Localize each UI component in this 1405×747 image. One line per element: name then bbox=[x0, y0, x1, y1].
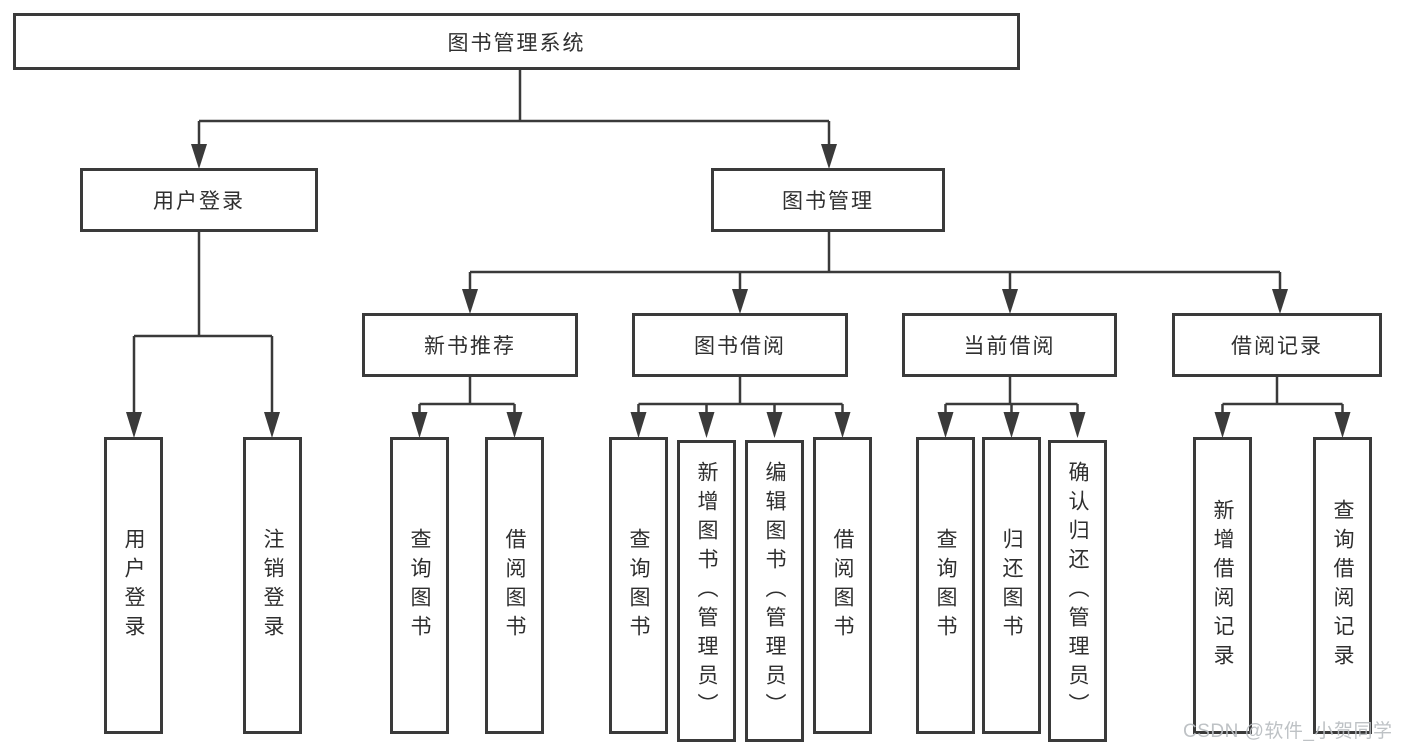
node-query-books-1: 查询图书 bbox=[390, 437, 449, 734]
node-label: 查询图书 bbox=[627, 527, 650, 644]
node-add-books-admin: 新增图书（管理员） bbox=[677, 440, 736, 742]
node-book-management: 图书管理 bbox=[711, 168, 945, 232]
node-label: 用户登录 bbox=[122, 527, 145, 644]
watermark: CSDN @软件_小贺同学 bbox=[1183, 721, 1393, 742]
node-query-borrow-record: 查询借阅记录 bbox=[1313, 437, 1372, 734]
node-new-book-recommend: 新书推荐 bbox=[362, 313, 578, 377]
node-borrow-records: 借阅记录 bbox=[1172, 313, 1382, 377]
node-user-login: 用户登录 bbox=[80, 168, 318, 232]
node-label: 查询图书 bbox=[408, 527, 431, 644]
node-label: 借阅图书 bbox=[831, 527, 854, 644]
node-edit-books-admin: 编辑图书（管理员） bbox=[745, 440, 804, 742]
node-label: 新增借阅记录 bbox=[1211, 498, 1234, 673]
node-query-books-2: 查询图书 bbox=[609, 437, 668, 734]
node-borrow-books-2: 借阅图书 bbox=[813, 437, 872, 734]
node-label: 注销登录 bbox=[261, 527, 284, 644]
node-current-borrow: 当前借阅 bbox=[902, 313, 1117, 377]
node-label: 借阅图书 bbox=[503, 527, 526, 644]
node-borrow-books-1: 借阅图书 bbox=[485, 437, 544, 734]
node-book-borrow: 图书借阅 bbox=[632, 313, 848, 377]
node-user-login-leaf: 用户登录 bbox=[104, 437, 163, 734]
node-query-books-3: 查询图书 bbox=[916, 437, 975, 734]
node-label: 归还图书 bbox=[1000, 527, 1023, 644]
node-add-borrow-record: 新增借阅记录 bbox=[1193, 437, 1252, 734]
node-label: 确认归还（管理员） bbox=[1066, 460, 1089, 722]
node-label: 编辑图书（管理员） bbox=[763, 460, 786, 722]
node-root: 图书管理系统 bbox=[13, 13, 1020, 70]
node-logout-leaf: 注销登录 bbox=[243, 437, 302, 734]
node-label: 查询图书 bbox=[934, 527, 957, 644]
node-return-books: 归还图书 bbox=[982, 437, 1041, 734]
node-label: 查询借阅记录 bbox=[1331, 498, 1354, 673]
node-confirm-return-admin: 确认归还（管理员） bbox=[1048, 440, 1107, 742]
node-label: 新增图书（管理员） bbox=[695, 460, 718, 722]
